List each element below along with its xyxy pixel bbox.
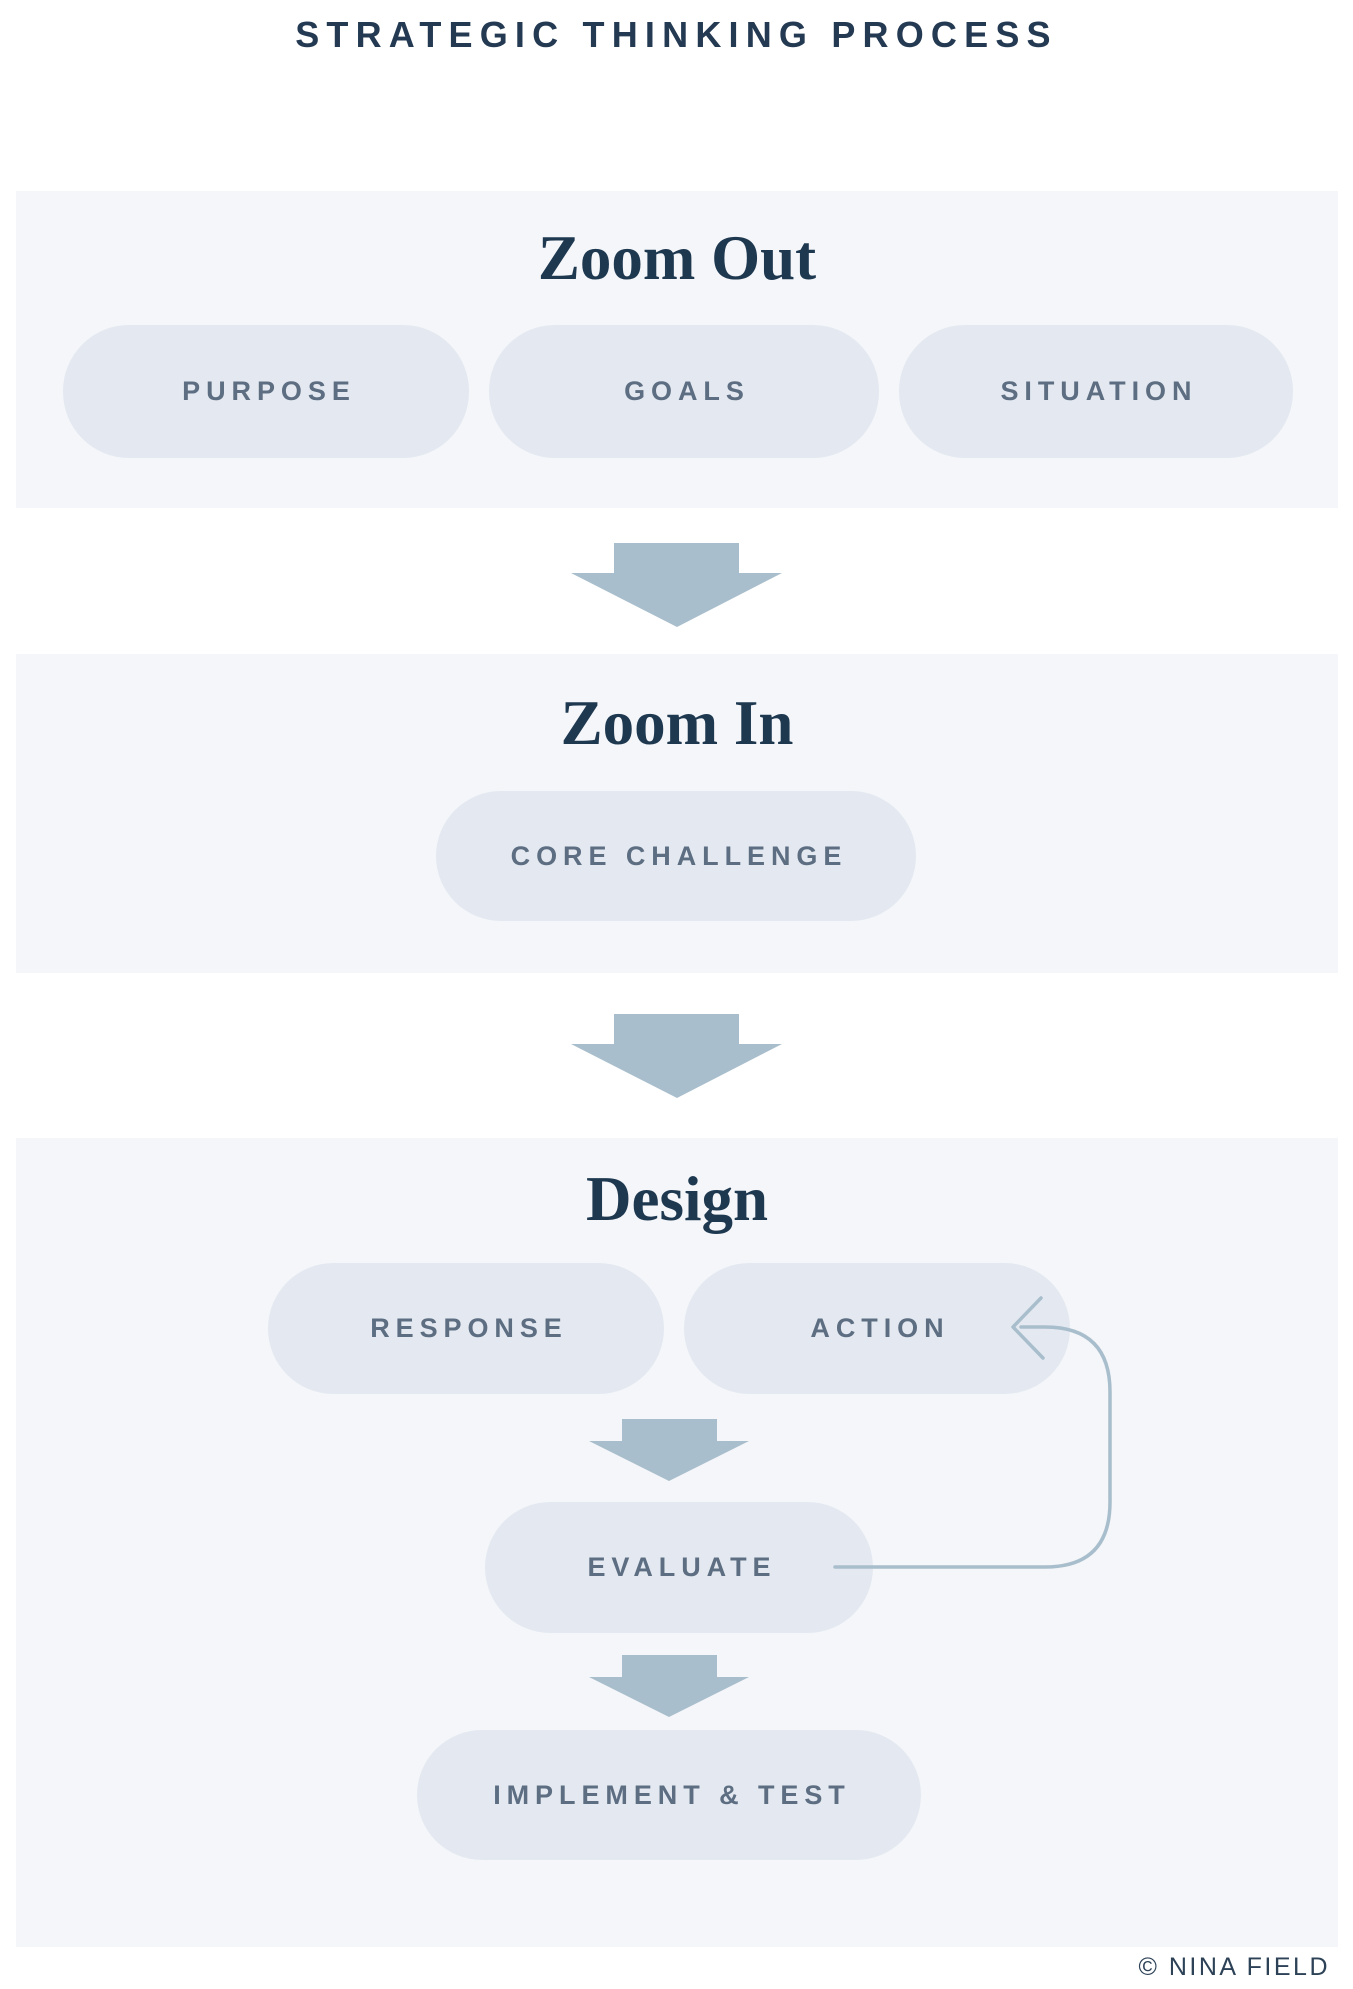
node-evaluate-label: EVALUATE: [587, 1552, 777, 1582]
node-response-label: RESPONSE: [370, 1313, 568, 1343]
node-goals: GOALS: [489, 325, 879, 458]
node-evaluate: EVALUATE: [485, 1502, 873, 1633]
node-core-challenge-label: CORE CHALLENGE: [510, 840, 848, 871]
node-implement-test: IMPLEMENT & TEST: [417, 1730, 921, 1860]
node-purpose: PURPOSE: [63, 325, 469, 458]
node-action-label: ACTION: [810, 1313, 950, 1343]
node-goals-label: GOALS: [624, 376, 750, 406]
section-zoom-out-title: Zoom Out: [537, 223, 817, 293]
node-action: ACTION: [684, 1263, 1070, 1394]
page-title: STRATEGIC THINKING PROCESS: [295, 14, 1058, 55]
section-design-title: Design: [585, 1164, 769, 1234]
node-purpose-label: PURPOSE: [182, 376, 356, 406]
node-response: RESPONSE: [268, 1263, 664, 1394]
copyright-text: © NINA FIELD: [1138, 1953, 1330, 1981]
section-zoom-in-title: Zoom In: [560, 688, 794, 758]
section-design: Design RESPONSE ACTION EVALUATE IMPLEMEN…: [16, 1138, 1338, 1947]
node-core-challenge: CORE CHALLENGE: [436, 791, 916, 921]
section-zoom-in: Zoom In CORE CHALLENGE: [16, 654, 1338, 973]
down-arrow-icon: [571, 543, 782, 627]
node-situation-label: SITUATION: [1000, 376, 1198, 406]
down-arrow-icon: [589, 1419, 749, 1481]
node-implement-test-label: IMPLEMENT & TEST: [493, 1779, 851, 1810]
down-arrow-icon: [571, 1014, 782, 1098]
down-arrow-icon: [589, 1655, 749, 1717]
node-situation: SITUATION: [899, 325, 1293, 458]
section-zoom-out: Zoom Out PURPOSE GOALS SITUATION: [16, 191, 1338, 508]
